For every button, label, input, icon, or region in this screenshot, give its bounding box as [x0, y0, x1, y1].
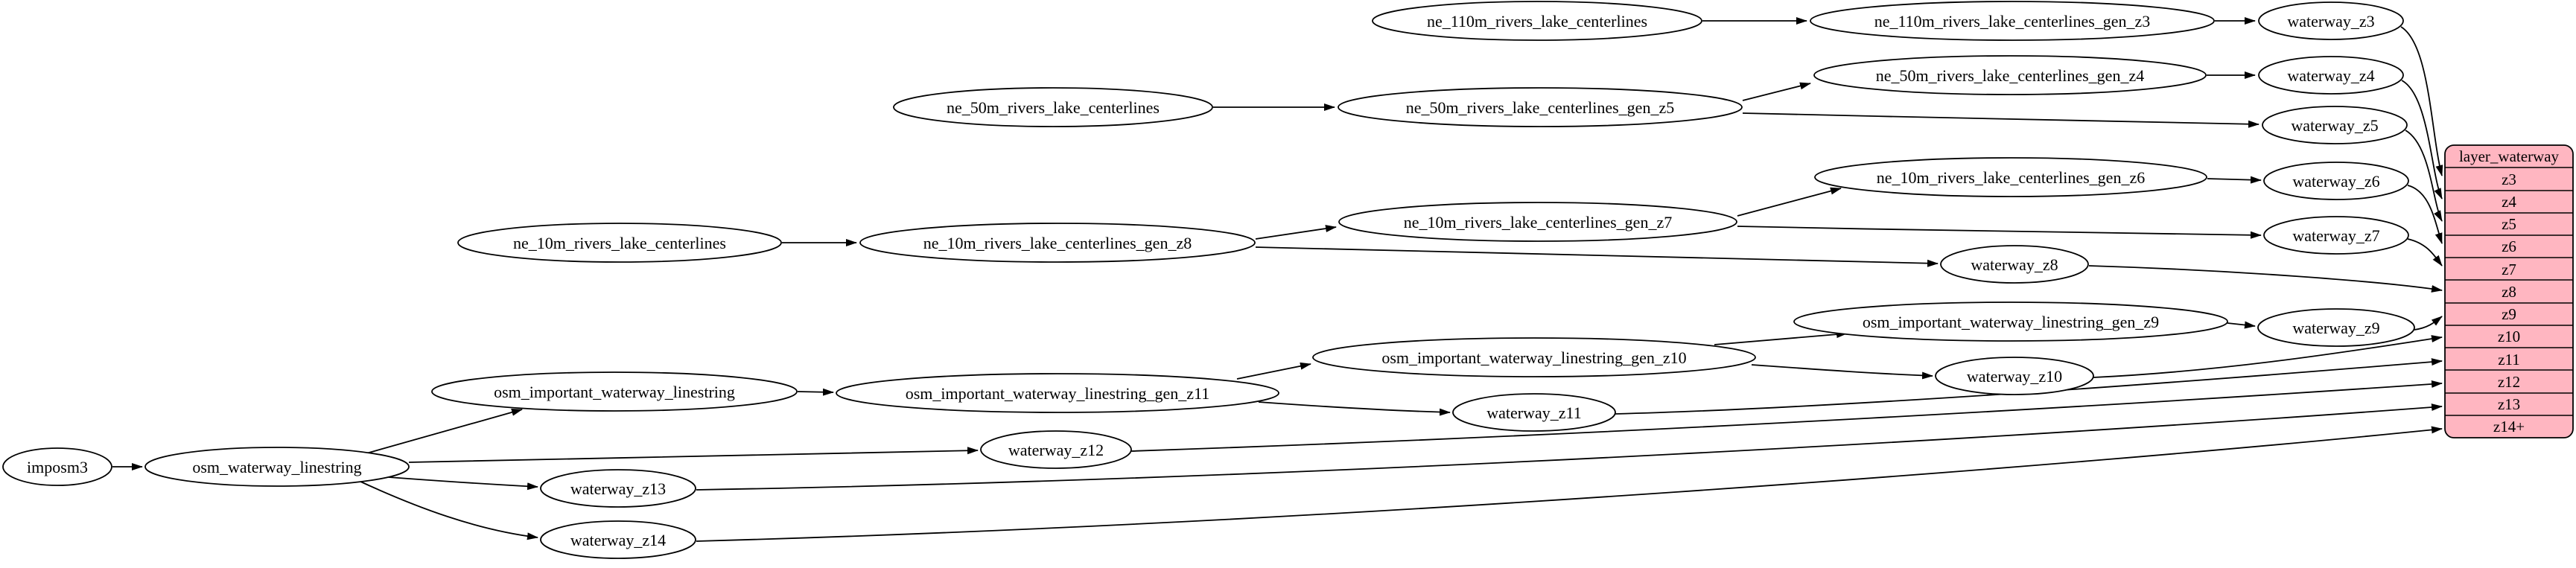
node-waterway-z3: waterway_z3 [2258, 1, 2404, 40]
node-waterway-z12-label: waterway_z12 [1008, 441, 1104, 459]
nodes: imposm3 osm_waterway_linestring osm_impo… [2, 1, 2415, 559]
table-title: layer_waterway [2459, 147, 2560, 165]
node-waterway-z5-label: waterway_z5 [2291, 116, 2378, 135]
node-waterway-z8: waterway_z8 [1940, 245, 2089, 284]
table-row-z6: z6 [2502, 237, 2516, 255]
node-osm-waterway-linestring-label: osm_waterway_linestring [192, 458, 361, 476]
node-ne110m-label: ne_110m_rivers_lake_centerlines [1427, 12, 1647, 31]
table-row-z10: z10 [2498, 328, 2520, 345]
node-ne-110m-rivers-lake-centerlines-gen-z3: ne_110m_rivers_lake_centerlines_gen_z3 [1810, 1, 2215, 41]
edge-gen-z7-to-gen-z6 [1737, 187, 1842, 217]
layer-waterway-table-body [2444, 144, 2574, 438]
node-gen-z8-label: ne_10m_rivers_lake_centerlines_gen_z8 [923, 234, 1192, 252]
node-ne-10m-rivers-lake-centerlines-gen-z8: ne_10m_rivers_lake_centerlines_gen_z8 [859, 223, 1256, 263]
node-waterway-z10: waterway_z10 [1935, 357, 2094, 395]
edge-gen-z11-to-gen-z10 [1236, 362, 1311, 380]
table-row-z5: z5 [2502, 215, 2516, 233]
edge-gen-z11-to-waterway-z11 [1258, 401, 1451, 416]
edge-osm-waterway-to-waterway-z14 [358, 480, 538, 540]
node-osm-important-waterway-linestring: osm_important_waterway_linestring [431, 371, 798, 412]
edge-osm-waterway-to-waterway-z13 [388, 476, 538, 491]
edge-waterway-z4-to-row-z4 [2401, 80, 2443, 200]
node-waterway-z4: waterway_z4 [2258, 56, 2404, 95]
node-waterway-z7: waterway_z7 [2263, 216, 2409, 255]
edge-waterway-z10-to-row-z10 [2093, 335, 2443, 378]
node-waterway-z11-label: waterway_z11 [1486, 403, 1581, 422]
node-gen-z4-label: ne_50m_rivers_lake_centerlines_gen_z4 [1876, 66, 2144, 85]
edge-gen-z5-to-waterway-z5 [1742, 112, 2259, 128]
node-osm-waterway-linestring: osm_waterway_linestring [144, 447, 410, 487]
node-waterway-z14: waterway_z14 [540, 520, 696, 559]
edge-gen-z10-to-waterway-z10 [1751, 364, 1933, 380]
node-waterway-z8-label: waterway_z8 [1971, 255, 2058, 274]
edge-gen-z8-to-waterway-z8 [1255, 246, 1939, 267]
node-ne-10m-rivers-lake-centerlines-gen-z7: ne_10m_rivers_lake_centerlines_gen_z7 [1338, 202, 1737, 242]
node-waterway-z6: waterway_z6 [2263, 162, 2409, 200]
node-ne-10m-rivers-lake-centerlines-gen-z6: ne_10m_rivers_lake_centerlines_gen_z6 [1814, 157, 2207, 197]
edge-waterway-z8-to-row-z8 [2088, 265, 2443, 293]
node-gen-z7-label: ne_10m_rivers_lake_centerlines_gen_z7 [1404, 213, 1672, 232]
node-imposm3-label: imposm3 [27, 458, 88, 476]
node-waterway-z7-label: waterway_z7 [2292, 226, 2379, 245]
node-gen-z9-label: osm_important_waterway_linestring_gen_z9 [1863, 313, 2159, 331]
node-imposm3: imposm3 [2, 447, 112, 486]
node-waterway-z6-label: waterway_z6 [2292, 172, 2379, 191]
node-gen-z10-label: osm_important_waterway_linestring_gen_z1… [1381, 348, 1686, 367]
node-osm-important-waterway-linestring-label: osm_important_waterway_linestring [494, 383, 735, 401]
node-waterway-z9: waterway_z9 [2257, 308, 2415, 347]
node-gen-z11-label: osm_important_waterway_linestring_gen_z1… [906, 384, 1210, 403]
edge-waterway-z7-to-row-z7 [2407, 238, 2443, 267]
node-waterway-z4-label: waterway_z4 [2287, 66, 2374, 85]
node-gen-z5-label: ne_50m_rivers_lake_centerlines_gen_z5 [1406, 98, 1674, 117]
node-waterway-z11: waterway_z11 [1452, 393, 1616, 432]
node-ne-50m-rivers-lake-centerlines-gen-z4: ne_50m_rivers_lake_centerlines_gen_z4 [1813, 55, 2207, 95]
node-waterway-z5: waterway_z5 [2262, 106, 2408, 144]
table-row-z12: z12 [2498, 373, 2520, 391]
edge-waterway-z14-to-row-z14 [696, 426, 2443, 542]
layer-waterway-table: layer_waterway z3 z4 z5 z6 z7 z8 z9 z10 … [2444, 144, 2574, 438]
node-waterway-z14-label: waterway_z14 [570, 531, 666, 549]
node-waterway-z13: waterway_z13 [540, 469, 696, 508]
edge-gen-z9-to-waterway-z9 [2227, 321, 2256, 329]
edge-gen-z8-to-gen-z7 [1255, 225, 1337, 240]
node-ne-50m-rivers-lake-centerlines-gen-z5: ne_50m_rivers_lake_centerlines_gen_z5 [1338, 87, 1743, 127]
edge-gen-z5-to-gen-z4 [1742, 82, 1811, 101]
node-waterway-z13-label: waterway_z13 [570, 479, 666, 498]
node-osm-important-waterway-linestring-gen-z11: osm_important_waterway_linestring_gen_z1… [836, 373, 1279, 413]
edge-osm-waterway-to-waterway-z12 [408, 447, 979, 463]
node-ne-10m-rivers-lake-centerlines: ne_10m_rivers_lake_centerlines [457, 223, 782, 263]
node-waterway-z9-label: waterway_z9 [2292, 319, 2379, 337]
table-row-z4: z4 [2502, 193, 2516, 211]
node-gen-z6-label: ne_10m_rivers_lake_centerlines_gen_z6 [1877, 168, 2145, 187]
node-waterway-z3-label: waterway_z3 [2287, 12, 2374, 31]
edges [112, 17, 2443, 542]
node-osm-important-waterway-linestring-gen-z9: osm_important_waterway_linestring_gen_z9 [1793, 301, 2228, 342]
table-row-z13: z13 [2498, 395, 2520, 413]
table-row-z11: z11 [2498, 351, 2520, 368]
node-ne10m-label: ne_10m_rivers_lake_centerlines [513, 234, 726, 252]
table-row-z7: z7 [2502, 261, 2516, 278]
edge-waterway-z13-to-row-z13 [696, 403, 2443, 491]
edge-waterway-z12-to-row-z12 [1130, 380, 2443, 452]
node-osm-important-waterway-linestring-gen-z10: osm_important_waterway_linestring_gen_z1… [1312, 337, 1756, 377]
table-row-z14plus: z14+ [2493, 418, 2525, 435]
edge-waterway-z6-to-row-z6 [2407, 185, 2443, 244]
table-row-z8: z8 [2502, 283, 2516, 301]
node-waterway-z12: waterway_z12 [980, 430, 1132, 469]
edge-gen-z6-to-waterway-z6 [2207, 176, 2262, 184]
node-ne50m-label: ne_50m_rivers_lake_centerlines [947, 98, 1160, 117]
node-ne-110m-rivers-lake-centerlines: ne_110m_rivers_lake_centerlines [1372, 1, 1702, 41]
edge-waterway-z9-to-row-z9 [2414, 316, 2443, 331]
node-gen-z3-label: ne_110m_rivers_lake_centerlines_gen_z3 [1874, 12, 2151, 31]
edge-waterway-z3-to-row-z3 [2400, 26, 2443, 176]
edge-osm-waterway-to-osm-important [366, 408, 523, 454]
table-row-z3: z3 [2502, 170, 2516, 188]
node-waterway-z10-label: waterway_z10 [1967, 367, 2062, 386]
node-ne-50m-rivers-lake-centerlines: ne_50m_rivers_lake_centerlines [893, 87, 1213, 127]
edge-gen-z7-to-waterway-z7 [1737, 226, 2262, 239]
table-row-z9: z9 [2502, 305, 2516, 323]
edge-gen-z10-to-gen-z9 [1714, 331, 1848, 345]
edge-waterway-z5-to-row-z5 [2405, 130, 2443, 222]
